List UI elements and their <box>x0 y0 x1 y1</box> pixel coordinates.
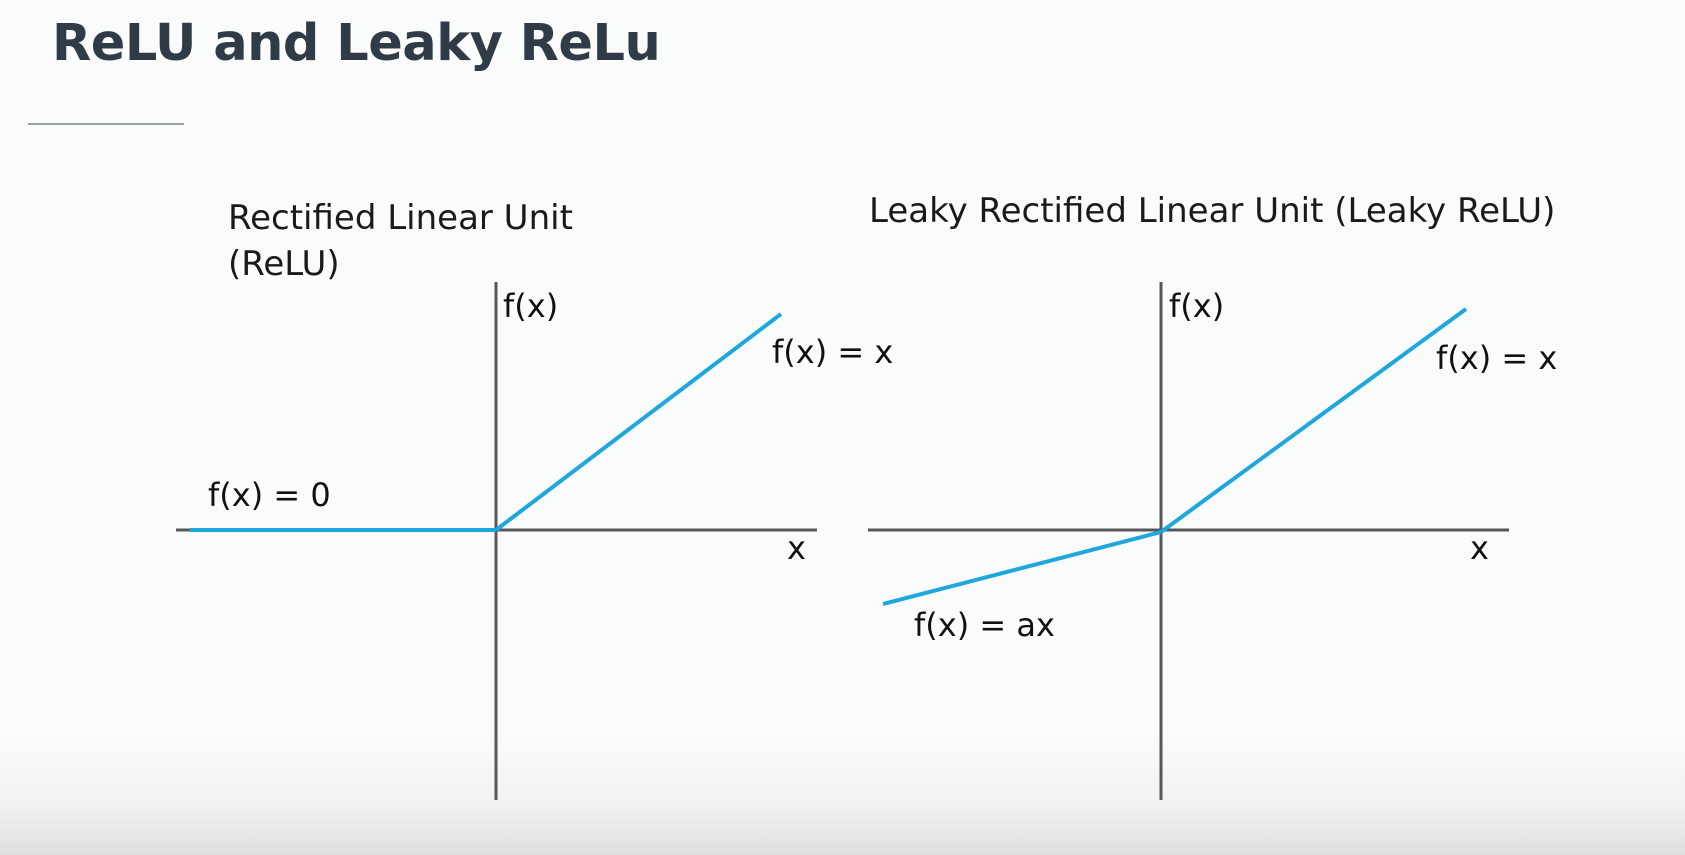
relu-title-line-1: Rectified Linear Unit <box>228 198 573 238</box>
leaky-relu-graph: f(x) x f(x) = x f(x) = ax <box>868 282 1557 800</box>
leaky-negative-label: f(x) = ax <box>914 606 1055 644</box>
relu-x-axis-label: x <box>787 529 806 567</box>
relu-identity-segment <box>494 312 783 532</box>
leaky-y-axis-label: f(x) <box>1169 287 1224 325</box>
leaky-relu-panel-title: Leaky Rectified Linear Unit (Leaky ReLU) <box>869 191 1556 231</box>
relu-graph: f(x) x f(x) = x f(x) = 0 <box>176 282 893 800</box>
slide-title: ReLU and Leaky ReLu <box>52 14 661 73</box>
relu-negative-label: f(x) = 0 <box>208 476 331 514</box>
relu-panel-title: Rectified Linear Unit (ReLU) <box>228 195 573 287</box>
title-underline <box>28 123 184 125</box>
leaky-positive-label: f(x) = x <box>1436 339 1557 377</box>
leaky-negative-segment <box>882 530 1162 606</box>
relu-title-line-2: (ReLU) <box>228 244 340 284</box>
leaky-x-axis-label: x <box>1470 529 1489 567</box>
relu-y-axis-label: f(x) <box>503 287 558 325</box>
leaky-identity-segment <box>1159 307 1468 534</box>
relu-positive-label: f(x) = x <box>772 333 893 371</box>
